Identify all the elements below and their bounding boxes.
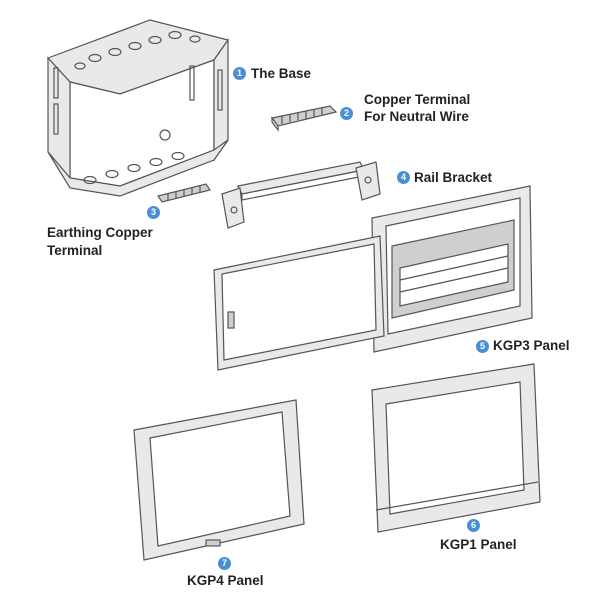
callout-4-label: Rail Bracket <box>414 170 493 185</box>
callout-7-badge: 7 <box>218 557 231 570</box>
callout-2-label-line2: For Neutral Wire <box>364 109 469 124</box>
callout-2-badge: 2 <box>340 107 353 120</box>
rail-bracket <box>221 161 381 229</box>
callout-5-label: KGP3 Panel <box>493 338 570 353</box>
callout-1-label: The Base <box>251 66 312 81</box>
neutral-copper-terminal <box>270 105 338 132</box>
callout-3-label-line1: Earthing Copper <box>47 225 153 240</box>
kgp1-panel <box>371 363 541 533</box>
callout-4-badge: 4 <box>397 171 410 184</box>
callout-5-badge: 5 <box>476 340 489 353</box>
callout-3-label-line2: Terminal <box>47 243 103 258</box>
base-box <box>46 19 229 197</box>
callout-2-label-line1: Copper Terminal <box>364 92 471 107</box>
kgp4-panel <box>133 399 305 561</box>
callout-6-badge: 6 <box>467 519 480 532</box>
callout-7-label: KGP4 Panel <box>187 573 264 588</box>
earthing-copper-terminal <box>157 183 211 203</box>
callout-6-label: KGP1 Panel <box>440 537 517 552</box>
kgp3-panel <box>213 185 533 371</box>
callout-3-badge: 3 <box>147 206 160 219</box>
callout-1-badge: 1 <box>233 67 246 80</box>
